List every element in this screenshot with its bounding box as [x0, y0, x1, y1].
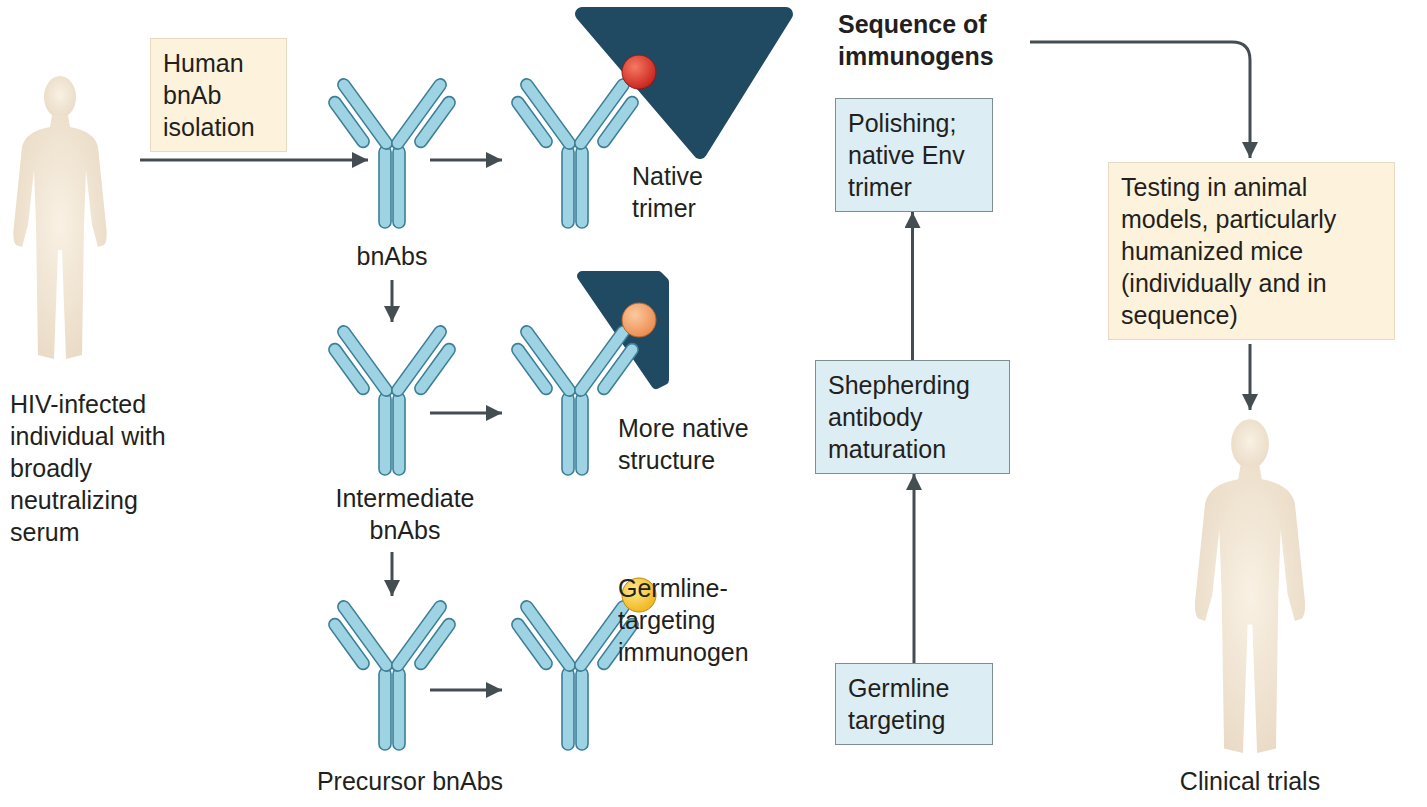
box-text: Shepherding antibody maturation: [828, 369, 997, 465]
precursor-antibody: [327, 598, 458, 750]
flow-arrow: [140, 159, 368, 162]
figure-label: Clinical trials: [1150, 765, 1350, 797]
figure-label: HIV-infected individual with broadly neu…: [10, 388, 205, 548]
intermediate-antibody: [327, 323, 458, 475]
epitope-dot: [622, 55, 656, 89]
box-text: Germline targeting: [848, 672, 980, 736]
process-box: Testing in animal models, particularly h…: [1108, 162, 1395, 340]
box-text: Human bnAb isolation: [163, 47, 274, 143]
bnab-antibody: [327, 76, 458, 228]
flow-arrow: [913, 474, 916, 663]
process-box: Germline targeting: [835, 663, 993, 745]
process-box: Shepherding antibody maturation: [815, 360, 1010, 474]
flow-arrow: [430, 412, 502, 415]
patient-figure: [13, 76, 106, 359]
bound-antibody: [510, 76, 641, 228]
column-heading: Sequence of immunogens: [838, 8, 1038, 72]
figure-label: Germline-targeting immunogen: [618, 572, 778, 668]
flow-arrow: [1030, 42, 1250, 158]
epitope-dot: [622, 303, 656, 337]
flow-arrow: [430, 159, 502, 162]
flow-arrow: [391, 552, 394, 596]
process-box: Polishing; native Env trimer: [835, 98, 993, 212]
box-text: Polishing; native Env trimer: [848, 107, 980, 203]
box-text: Testing in animal models, particularly h…: [1121, 171, 1382, 331]
flow-arrow: [391, 280, 394, 322]
flow-arrow: [911, 212, 914, 360]
flow-arrow: [1249, 344, 1252, 410]
figure-label: bnAbs: [332, 240, 452, 272]
figure-label: More native structure: [618, 412, 758, 476]
figure-label: Native trimer: [632, 160, 752, 224]
process-box: Human bnAb isolation: [150, 38, 287, 152]
figure-label: Intermediate bnAbs: [305, 482, 505, 546]
volunteer-figure: [1195, 419, 1305, 753]
flow-arrow: [430, 689, 502, 692]
figure-label: Precursor bnAbs: [300, 765, 520, 797]
